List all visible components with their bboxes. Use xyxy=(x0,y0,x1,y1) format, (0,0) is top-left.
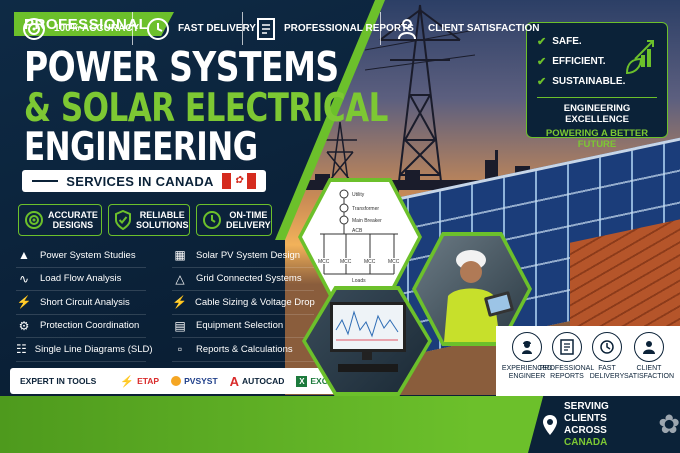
svg-text:Loads: Loads xyxy=(352,278,366,284)
list-item: ▤Equipment Selection xyxy=(172,315,314,338)
feature-label: ON-TIME DELIVERY xyxy=(226,210,271,230)
computer-monitor xyxy=(330,302,406,372)
check-icon: ✔ xyxy=(537,35,547,48)
highlight-fast-delivery: FAST DELIVERY xyxy=(576,332,638,381)
check-icon: ✔ xyxy=(537,55,547,68)
list-item: ⚡Cable Sizing & Voltage Drop xyxy=(172,291,315,315)
tools-bar: EXPERT IN TOOLS ⚡ ETAP PVSYST A AUTOCAD … xyxy=(10,368,345,394)
pvsyst-logo-icon xyxy=(171,376,182,386)
list-item: ∿Load Flow Analysis xyxy=(16,268,146,291)
headline-line-2: & SOLAR ELECTRICAL xyxy=(24,86,388,131)
tower-icon: ▲ xyxy=(18,248,30,263)
value-word: ✔EFFICIENT. xyxy=(537,55,606,68)
report-icon xyxy=(552,332,582,362)
list-item: ▲Power System Studies xyxy=(16,244,146,268)
feature-on-time-delivery: ON-TIME DELIVERY xyxy=(196,204,272,236)
transmission-tower xyxy=(365,4,475,216)
services-bar-text: SERVICES IN CANADA xyxy=(66,173,214,189)
check-icon: ✔ xyxy=(537,75,547,88)
clock-icon xyxy=(592,332,622,362)
list-item: ▦Solar PV System Design xyxy=(172,244,314,268)
bottom-item-client-satisfaction: CLIENT SATISFACTION xyxy=(394,0,539,57)
svg-text:MCC: MCC xyxy=(388,259,400,265)
waveform-icon: ∿ xyxy=(18,271,30,286)
bottom-item-professional-reports: PROFESSIONAL REPORTS xyxy=(256,0,414,57)
report-icon xyxy=(256,17,276,41)
svg-text:Main Breaker: Main Breaker xyxy=(352,218,382,224)
engineer-photo xyxy=(444,250,514,342)
tool-excel: X EXCEL xyxy=(296,375,339,387)
svg-text:Transformer: Transformer xyxy=(352,206,379,212)
document-icon: ▫ xyxy=(177,342,183,357)
clock-icon xyxy=(202,210,222,230)
services-list-left: ▲Power System Studies ∿Load Flow Analysi… xyxy=(16,244,153,362)
tagline-2: POWERING A BETTER FUTURE xyxy=(545,128,649,150)
feature-reliable-solutions: RELIABLE SOLUTIONS xyxy=(108,204,190,236)
badge-text: PROFESSIONAL xyxy=(24,15,149,33)
serving-line-2b: CANADA xyxy=(564,436,608,448)
list-item: ▫Reports & Calculations xyxy=(172,338,314,362)
serving-clients-panel: SERVING CLIENTS ACROSS CANADA ✿ xyxy=(528,396,680,453)
professional-badge: PROFESSIONAL xyxy=(14,12,174,36)
clock-icon xyxy=(146,17,170,41)
bolt-shield-icon: ⚡ xyxy=(16,295,32,310)
bottom-item-fast-delivery: FAST DELIVERY xyxy=(146,0,256,57)
network-icon: ☷ xyxy=(16,342,27,357)
svg-text:MCC: MCC xyxy=(364,259,376,265)
svg-text:MCC: MCC xyxy=(318,259,330,265)
shield-check-icon xyxy=(114,210,132,230)
autocad-logo-icon: A xyxy=(229,373,240,389)
svg-text:Utility: Utility xyxy=(352,192,365,198)
etap-logo-icon: ⚡ xyxy=(120,375,135,388)
services-list-right: ▦Solar PV System Design △Grid Connected … xyxy=(172,244,315,362)
single-line-diagram: Utility Transformer Main Breaker ACB MCC… xyxy=(318,189,400,284)
growth-leaf-icon xyxy=(625,40,654,75)
maple-leaf-icon: ✿ xyxy=(658,409,680,439)
highlight-professional-reports: PROFESSIONAL REPORTS xyxy=(536,332,598,381)
feature-label: ACCURATE DESIGNS xyxy=(48,210,98,230)
highlight-client-satisfaction: CLIENT SATISFACTION xyxy=(618,332,680,381)
tagline-1: ENGINEERING EXCELLENCE xyxy=(563,103,631,125)
headline-line-1: POWER SYSTEMS xyxy=(24,42,339,91)
headline-line-3: ENGINEERING xyxy=(24,125,258,170)
services-in-canada-bar: SERVICES IN CANADA ✿ xyxy=(22,170,266,192)
value-word: ✔SAFE. xyxy=(537,35,582,48)
bolt-icon: ⚡ xyxy=(172,295,187,310)
feature-badges: ACCURATE DESIGNS RELIABLE SOLUTIONS ON-T… xyxy=(18,204,272,236)
feature-accurate-designs: ACCURATE DESIGNS xyxy=(18,204,102,236)
gear-icon: ⚙ xyxy=(18,318,30,333)
svg-text:ACB: ACB xyxy=(352,228,363,234)
target-icon xyxy=(22,17,46,41)
value-word: ✔SUSTAINABLE. xyxy=(537,75,626,88)
location-pin-icon xyxy=(542,414,558,436)
highlight-experienced-engineer: EXPERIENCED ENGINEER xyxy=(496,332,558,381)
users-icon xyxy=(394,17,420,41)
list-item: ⚡Short Circuit Analysis xyxy=(16,291,146,315)
tool-autocad: A AUTOCAD xyxy=(229,373,285,389)
bottom-item-accuracy: 100% ACCURACY xyxy=(22,0,139,57)
green-accent-stripe xyxy=(275,0,385,240)
svg-text:MCC: MCC xyxy=(340,259,352,265)
values-card: ✔SAFE. ✔EFFICIENT. ✔SUSTAINABLE. ENGINEE… xyxy=(526,22,668,150)
users-icon xyxy=(634,332,664,362)
tools-heading: EXPERT IN TOOLS xyxy=(20,376,97,386)
equipment-icon: ▤ xyxy=(174,318,186,333)
serving-line-1: SERVING CLIENTS xyxy=(564,400,609,424)
solar-panel-icon: ▦ xyxy=(174,248,186,263)
grid-tower-icon: △ xyxy=(175,271,185,286)
list-item: ⚙Protection Coordination xyxy=(16,315,146,338)
tool-pvsyst: PVSYST xyxy=(171,376,218,386)
engineer-icon xyxy=(512,332,542,362)
tool-etap: ⚡ ETAP xyxy=(120,375,160,388)
target-icon xyxy=(24,210,44,230)
serving-line-2a: ACROSS xyxy=(564,424,607,436)
list-item: △Grid Connected Systems xyxy=(172,268,314,291)
canada-flag-icon: ✿ xyxy=(221,173,256,189)
excel-logo-icon: X xyxy=(296,375,308,387)
list-item: ☷Single Line Diagrams (SLD) xyxy=(16,338,153,362)
feature-label: RELIABLE SOLUTIONS xyxy=(136,210,189,230)
